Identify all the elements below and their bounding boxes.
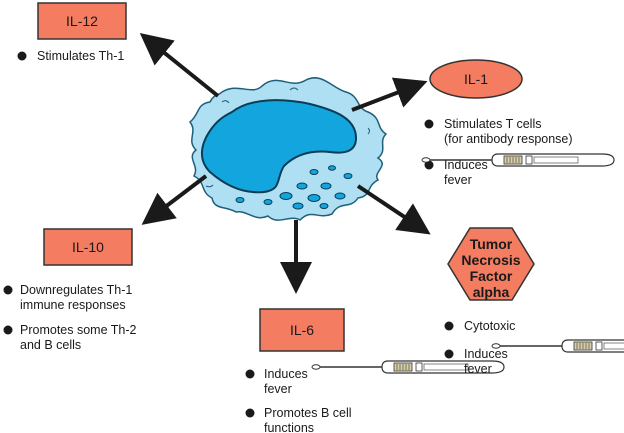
tnf-box bbox=[447, 227, 535, 301]
il1-effect-1-line-1: Stimulates T cells bbox=[444, 117, 542, 131]
bullet-icon bbox=[17, 51, 27, 61]
tnf-label-line-3: Factor bbox=[470, 268, 513, 284]
il6-effect-2-line-1: Promotes B cell bbox=[264, 406, 352, 420]
il1-effect-2-line-2: fever bbox=[444, 173, 472, 187]
arrow-to-il1 bbox=[351, 77, 428, 112]
il1-box bbox=[429, 59, 523, 99]
arrow-to-il12 bbox=[139, 32, 220, 98]
il6-effect-1-line-1: Induces bbox=[264, 367, 308, 381]
il6-effect-1-line-2: fever bbox=[264, 382, 292, 396]
tnf-label-line-1: Tumor bbox=[470, 236, 513, 252]
il10-effect-1-line-1: Downregulates Th-1 bbox=[20, 283, 132, 297]
il6-box bbox=[259, 308, 345, 352]
il1-group: IL-1 Stimulates T cells (for antibody re… bbox=[421, 59, 615, 187]
tnf-label-line-4: alpha bbox=[473, 284, 510, 300]
bullet-icon bbox=[245, 369, 255, 379]
thermometer-icon bbox=[491, 339, 624, 353]
tnf-group: Tumor Necrosis Factor alpha Cytotoxic In… bbox=[444, 227, 624, 376]
bullet-icon bbox=[245, 408, 255, 418]
il10-group: IL-10 Downregulates Th-1 immune response… bbox=[3, 228, 137, 352]
bullet-icon bbox=[424, 119, 434, 129]
il12-box bbox=[37, 2, 127, 40]
bullet-icon bbox=[3, 285, 13, 295]
tnf-effect-1: Cytotoxic bbox=[464, 319, 515, 333]
bullet-icon bbox=[424, 160, 434, 170]
il10-effect-1-line-2: immune responses bbox=[20, 298, 126, 312]
il6-group: IL-6 Induces fever Promotes B cell funct… bbox=[245, 308, 505, 433]
il10-effect-2-line-1: Promotes some Th-2 bbox=[20, 323, 137, 337]
tnf-label-line-2: Necrosis bbox=[461, 252, 520, 268]
bullet-icon bbox=[444, 349, 454, 359]
il10-label: IL-10 bbox=[72, 239, 104, 255]
il6-label: IL-6 bbox=[290, 322, 314, 338]
il6-effect-2-line-2: functions bbox=[264, 421, 314, 433]
il12-effect-1: Stimulates Th-1 bbox=[37, 49, 124, 63]
il12-group: IL-12 Stimulates Th-1 bbox=[17, 2, 127, 63]
arrow-to-tnf bbox=[356, 184, 431, 235]
il10-box bbox=[43, 228, 133, 266]
il1-effect-1-line-2: (for antibody response) bbox=[444, 132, 573, 146]
il10-effect-2-line-2: and B cells bbox=[20, 338, 81, 352]
arrow-to-il10 bbox=[141, 174, 208, 225]
il1-effect-2-line-1: Induces bbox=[444, 158, 488, 172]
bullet-icon bbox=[444, 321, 454, 331]
il12-label: IL-12 bbox=[66, 13, 98, 29]
il1-label: IL-1 bbox=[464, 71, 488, 87]
tnf-effect-2-line-2: fever bbox=[464, 362, 492, 376]
bullet-icon bbox=[3, 325, 13, 335]
tnf-effect-2-line-1: Induces bbox=[464, 347, 508, 361]
macrophage-cell-icon bbox=[188, 77, 388, 221]
